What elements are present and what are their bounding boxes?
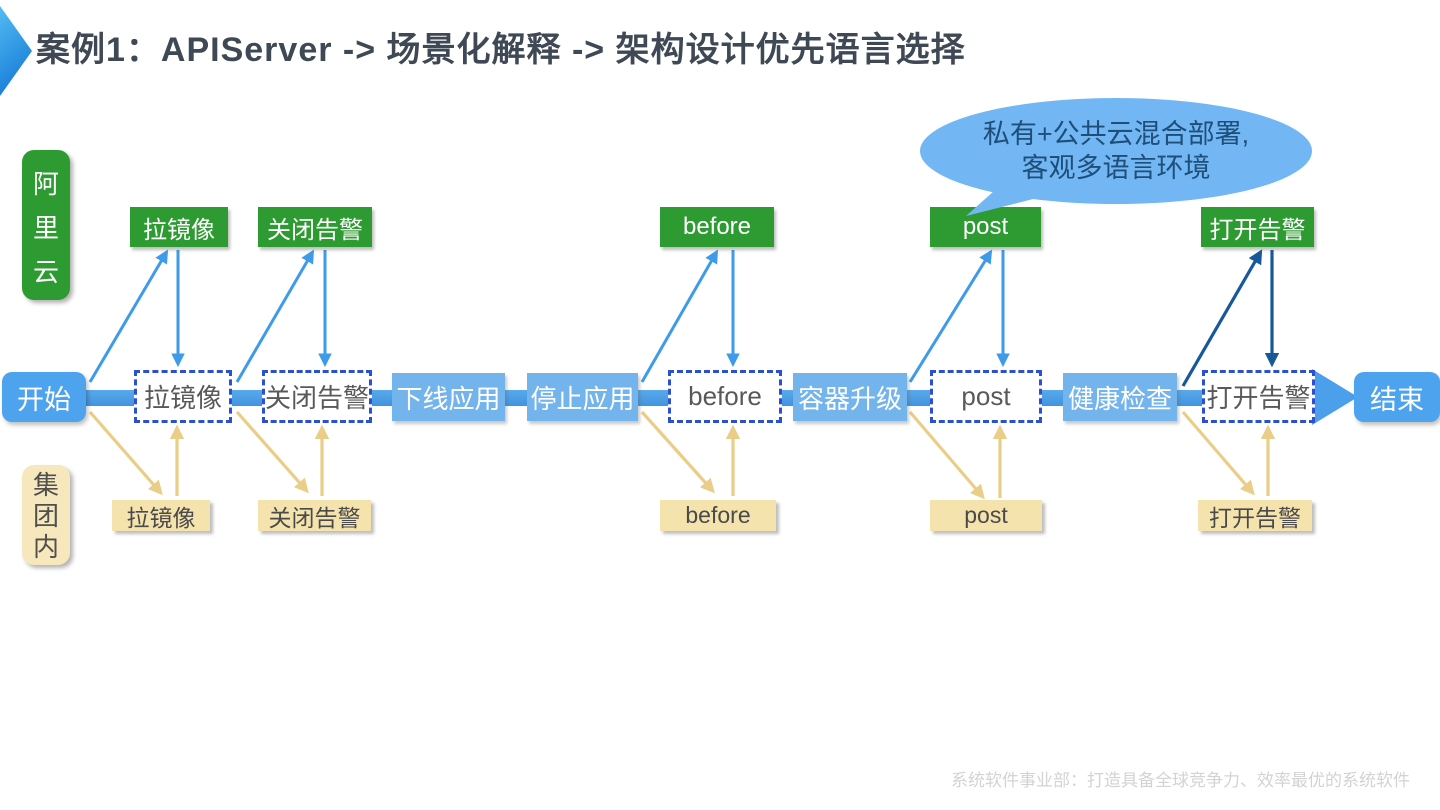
flow-end-node: 结束 — [1354, 372, 1440, 422]
group-hook-pull-image: 拉镜像 — [112, 500, 210, 531]
group-hook-before: before — [660, 500, 776, 531]
lane-label-alicloud: 阿里云 — [22, 150, 70, 300]
flow-step-health-check: 健康检查 — [1063, 373, 1177, 421]
group-hook-post: post — [930, 500, 1042, 531]
lane-label-group: 集团内 — [22, 465, 70, 565]
flow-step-open-alarm: 打开告警 — [1202, 370, 1315, 423]
group-hook-mute-alarm: 关闭告警 — [258, 500, 371, 531]
slide-title: 案例1：APIServer -> 场景化解释 -> 架构设计优先语言选择 — [36, 31, 966, 69]
flow-step-offline-app: 下线应用 — [392, 373, 505, 421]
flow-start-node: 开始 — [2, 372, 86, 422]
cloud-hook-open-alarm: 打开告警 — [1201, 207, 1314, 247]
group-arrows — [88, 410, 1276, 500]
flow-step-pull-image: 拉镜像 — [134, 370, 232, 423]
callout-line2: 客观多语言环境 — [1021, 153, 1211, 183]
footer-slogan: 系统软件事业部：打造具备全球竞争力、效率最优的系统软件 — [951, 771, 1410, 790]
cloud-hook-post: post — [930, 207, 1041, 247]
flow-step-before: before — [668, 370, 782, 423]
flow-step-stop-app: 停止应用 — [527, 373, 638, 421]
cloud-arrows — [88, 249, 1280, 387]
flow-step-upgrade: 容器升级 — [793, 373, 907, 421]
flow-end-arrow-icon — [1312, 369, 1358, 425]
callout-line1: 私有+公共云混合部署, — [982, 119, 1250, 149]
flow-step-post: post — [930, 370, 1042, 423]
cloud-hook-pull-image: 拉镜像 — [130, 207, 228, 247]
group-hook-open-alarm: 打开告警 — [1198, 500, 1312, 531]
flow-step-mute-alarm: 关闭告警 — [262, 370, 372, 423]
slide-accent-chevron-icon — [0, 6, 32, 96]
cloud-hook-before: before — [660, 207, 774, 247]
cloud-hook-mute-alarm: 关闭告警 — [258, 207, 372, 247]
callout-bubble: 私有+公共云混合部署, 客观多语言环境 — [920, 98, 1312, 204]
